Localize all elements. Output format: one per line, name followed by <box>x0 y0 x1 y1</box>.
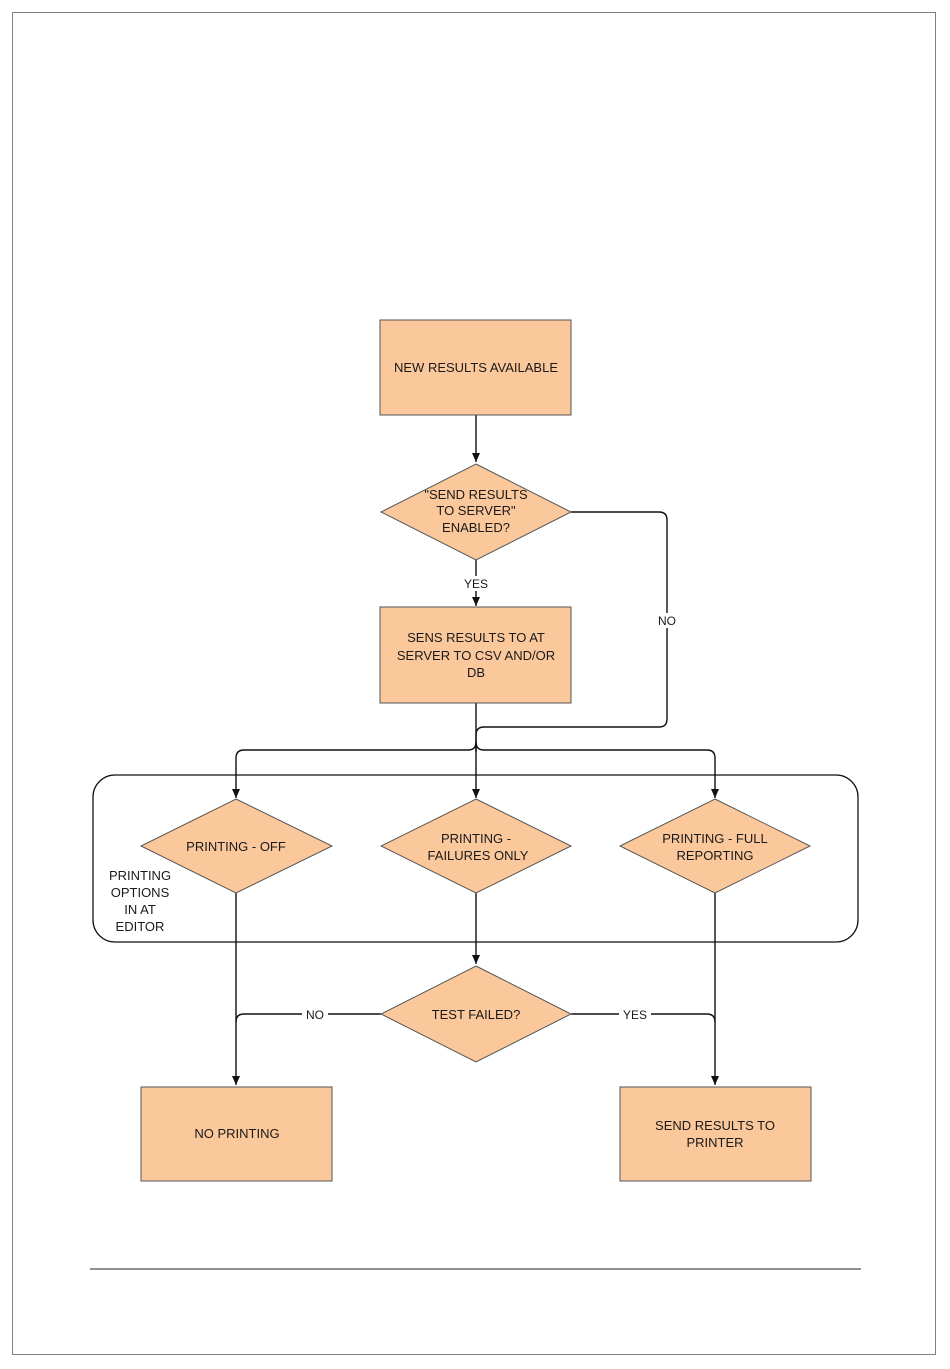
node-label: ENABLED? <box>442 520 510 535</box>
node-label: "SEND RESULTS <box>424 487 528 502</box>
node-send-printer: SEND RESULTS TO PRINTER <box>620 1087 811 1181</box>
svg-text:YES: YES <box>623 1008 647 1022</box>
node-send-server: SENS RESULTS TO AT SERVER TO CSV AND/OR … <box>380 607 571 703</box>
svg-text:NO: NO <box>658 614 676 628</box>
group-label-line: EDITOR <box>116 919 165 934</box>
svg-text:YES: YES <box>464 577 488 591</box>
node-label: PRINTING - OFF <box>186 839 286 854</box>
svg-text:NO: NO <box>306 1008 324 1022</box>
edge-server-down <box>236 703 476 798</box>
edge-label-yes-send: YES <box>460 576 492 591</box>
node-label: PRINTING - FULL <box>662 831 767 846</box>
node-label: TO SERVER" <box>436 503 516 518</box>
decision-printing-full: PRINTING - FULL REPORTING <box>620 799 810 893</box>
node-new-results: NEW RESULTS AVAILABLE <box>380 320 571 415</box>
node-label: SERVER TO CSV AND/OR <box>397 648 555 663</box>
node-label: PRINTER <box>686 1135 743 1150</box>
edge-label-yes-test: YES <box>619 1007 651 1022</box>
node-label: REPORTING <box>676 848 753 863</box>
node-label: SEND RESULTS TO <box>655 1118 775 1133</box>
edge-branch-right <box>476 742 715 798</box>
node-label: DB <box>467 665 485 680</box>
decision-send-enabled: "SEND RESULTS TO SERVER" ENABLED? <box>381 464 571 560</box>
group-label-line: IN AT <box>124 902 156 917</box>
node-label: PRINTING - <box>441 831 511 846</box>
printing-options-label: PRINTING OPTIONS IN AT EDITOR <box>109 868 171 934</box>
edge-label-no-test: NO <box>302 1007 328 1022</box>
decision-printing-failures: PRINTING - FAILURES ONLY <box>381 799 571 893</box>
node-label: NEW RESULTS AVAILABLE <box>394 360 558 375</box>
node-label: FAILURES ONLY <box>428 848 529 863</box>
node-label: NO PRINTING <box>194 1126 279 1141</box>
edge-label-no-send: NO <box>654 613 680 628</box>
node-label: TEST FAILED? <box>432 1007 521 1022</box>
decision-test-failed: TEST FAILED? <box>381 966 571 1062</box>
group-label-line: PRINTING <box>109 868 171 883</box>
node-no-printing: NO PRINTING <box>141 1087 332 1181</box>
group-label-line: OPTIONS <box>111 885 170 900</box>
node-label: SENS RESULTS TO AT <box>407 630 545 645</box>
